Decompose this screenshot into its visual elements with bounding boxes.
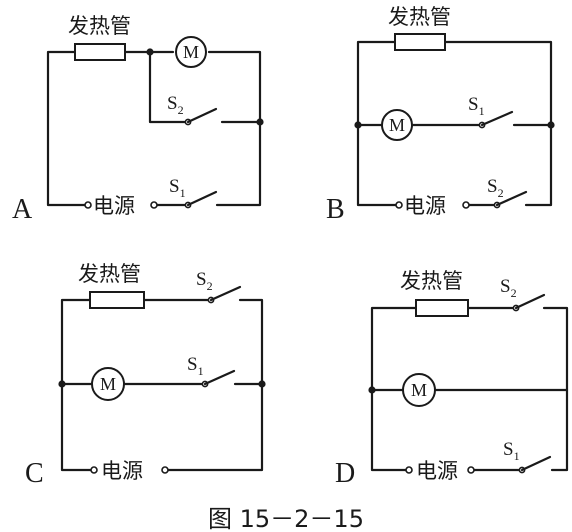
heater-label: 发热管 bbox=[388, 5, 451, 29]
motor-label: M bbox=[100, 374, 116, 394]
option-letter: C bbox=[25, 458, 44, 489]
circuit-c: M S2 S1 电源 发热管 C bbox=[25, 262, 266, 489]
motor-label: M bbox=[411, 380, 427, 400]
wires bbox=[370, 306, 569, 472]
wires bbox=[356, 40, 553, 207]
junction-dot bbox=[258, 380, 266, 388]
switch-s2: S2 bbox=[500, 276, 546, 312]
power-source: 电源 bbox=[405, 459, 475, 483]
junction-dot bbox=[58, 380, 66, 388]
switch-s1: S1 bbox=[503, 439, 552, 474]
heater-resistor bbox=[394, 33, 446, 51]
circuit-a: M S2 S1 电源 发热管 A bbox=[12, 14, 264, 225]
switch-s1: S1 bbox=[468, 94, 514, 129]
switch-s2-label: S2 bbox=[500, 276, 517, 300]
option-letter: B bbox=[326, 194, 345, 225]
circuit-d: M S2 S1 电源 发热管 D bbox=[335, 269, 569, 489]
motor-label: M bbox=[389, 115, 405, 135]
motor-symbol bbox=[381, 109, 413, 141]
switch-s1-label: S1 bbox=[468, 94, 485, 118]
heater-label: 发热管 bbox=[68, 14, 131, 38]
junction-dot bbox=[146, 48, 154, 56]
option-letter: D bbox=[335, 458, 355, 489]
motor-label: M bbox=[183, 42, 199, 62]
power-source: 电源 bbox=[90, 459, 169, 483]
switch-s1: S1 bbox=[187, 354, 236, 388]
switch-s2-label: S2 bbox=[487, 176, 504, 200]
circuit-b: M S1 S2 电源 发热管 B bbox=[326, 5, 555, 225]
heater-resistor bbox=[89, 291, 145, 309]
motor-symbol bbox=[402, 373, 436, 407]
junction-dot bbox=[547, 121, 555, 129]
power-source-label: 电源 bbox=[101, 459, 143, 483]
junction-dot bbox=[256, 118, 264, 126]
junction-dot bbox=[354, 121, 362, 129]
switch-s1-label: S1 bbox=[187, 354, 204, 378]
switch-s2: S2 bbox=[167, 93, 218, 126]
switch-s1: S1 bbox=[169, 176, 218, 209]
junction-dot bbox=[368, 386, 376, 394]
heater-resistor bbox=[74, 43, 126, 61]
switch-s1-label: S1 bbox=[169, 176, 186, 200]
heater-label: 发热管 bbox=[400, 269, 463, 293]
power-source-label: 电源 bbox=[416, 459, 458, 483]
motor-symbol bbox=[91, 367, 125, 401]
heater-resistor bbox=[415, 299, 469, 317]
power-source: 电源 bbox=[84, 194, 158, 218]
motor-symbol bbox=[175, 36, 207, 68]
switch-s2: S2 bbox=[487, 176, 528, 209]
power-source-label: 电源 bbox=[404, 194, 446, 218]
switch-s2-label: S2 bbox=[167, 93, 184, 117]
switch-s2-label: S2 bbox=[196, 269, 213, 293]
switch-s1-label: S1 bbox=[503, 439, 520, 463]
power-source-label: 电源 bbox=[93, 194, 135, 218]
figure-caption: 图 15－2－15 bbox=[208, 505, 364, 532]
power-source: 电源 bbox=[395, 194, 470, 218]
switch-s2: S2 bbox=[196, 269, 242, 304]
heater-label: 发热管 bbox=[78, 262, 141, 286]
option-letter: A bbox=[12, 194, 33, 225]
wires bbox=[46, 50, 262, 207]
